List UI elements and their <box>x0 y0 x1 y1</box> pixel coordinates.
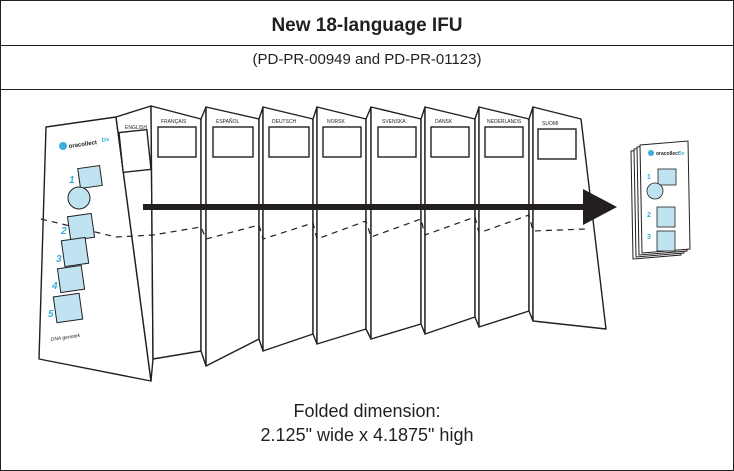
caption-line-1: Folded dimension: <box>293 401 441 421</box>
step-number-3: 3 <box>56 254 62 265</box>
panel-label-8: SUOMI <box>542 121 558 127</box>
logo-text: oracollect <box>68 140 97 150</box>
folded-step-2: 2 <box>647 212 651 219</box>
fold-dashed-line <box>40 214 587 240</box>
panel-label-5: SVENSKA <box>382 119 406 125</box>
panel-label-2: ESPAÑOL <box>216 118 239 125</box>
header: New 18-language IFU (PD-PR-00949 and PD-… <box>1 1 733 89</box>
leaflet-outline <box>38 105 607 382</box>
panel-label-1: FRANÇAIS <box>161 119 187 125</box>
step-number-2: 2 <box>60 226 67 237</box>
panel-boxes <box>118 126 577 174</box>
arrow-icon <box>143 189 617 225</box>
panel-label-4: NORSK <box>327 119 345 125</box>
caption-line-2: 2.125" wide x 4.1875" high <box>260 425 474 445</box>
panel-label-3: DEUTSCH <box>272 119 297 125</box>
page-title: New 18-language IFU <box>271 15 463 36</box>
step-boxes <box>52 165 103 324</box>
page-subtitle: (PD-PR-00949 and PD-PR-01123) <box>252 51 482 68</box>
folded-step-1: 1 <box>647 174 651 181</box>
panel-labels: ENGLISH FRANÇAIS ESPAÑOL DEUTSCH NORSK S… <box>125 118 558 131</box>
cover-panel: oracollect Dx 1 2 3 4 5 DNA gen <box>48 137 111 343</box>
folded-step-3: 3 <box>647 234 651 241</box>
logo-suffix: Dx <box>101 137 110 144</box>
folded-logo-suffix: Dx <box>678 151 685 157</box>
panel-label-6: DANSK <box>435 119 453 125</box>
step-number-4: 4 <box>51 281 58 292</box>
divider-header <box>1 89 733 90</box>
folded-logo-text: oracollect <box>656 151 680 157</box>
step-numbers: 1 2 3 4 5 <box>48 175 75 320</box>
step-number-1: 1 <box>69 175 75 186</box>
folded-booklet: oracollect Dx 1 2 3 <box>630 140 691 260</box>
step-number-5: 5 <box>48 309 54 320</box>
foldout-svg: ENGLISH FRANÇAIS ESPAÑOL DEUTSCH NORSK S… <box>38 105 691 382</box>
caption: Folded dimension: 2.125" wide x 4.1875" … <box>1 399 733 447</box>
divider-title <box>1 45 733 46</box>
panel-label-7: NEDERLANDS <box>487 119 522 125</box>
foldout-diagram: ENGLISH FRANÇAIS ESPAÑOL DEUTSCH NORSK S… <box>1 89 733 389</box>
brand-footer: DNA genotek <box>50 333 81 343</box>
panel-label-0: ENGLISH <box>125 125 147 131</box>
